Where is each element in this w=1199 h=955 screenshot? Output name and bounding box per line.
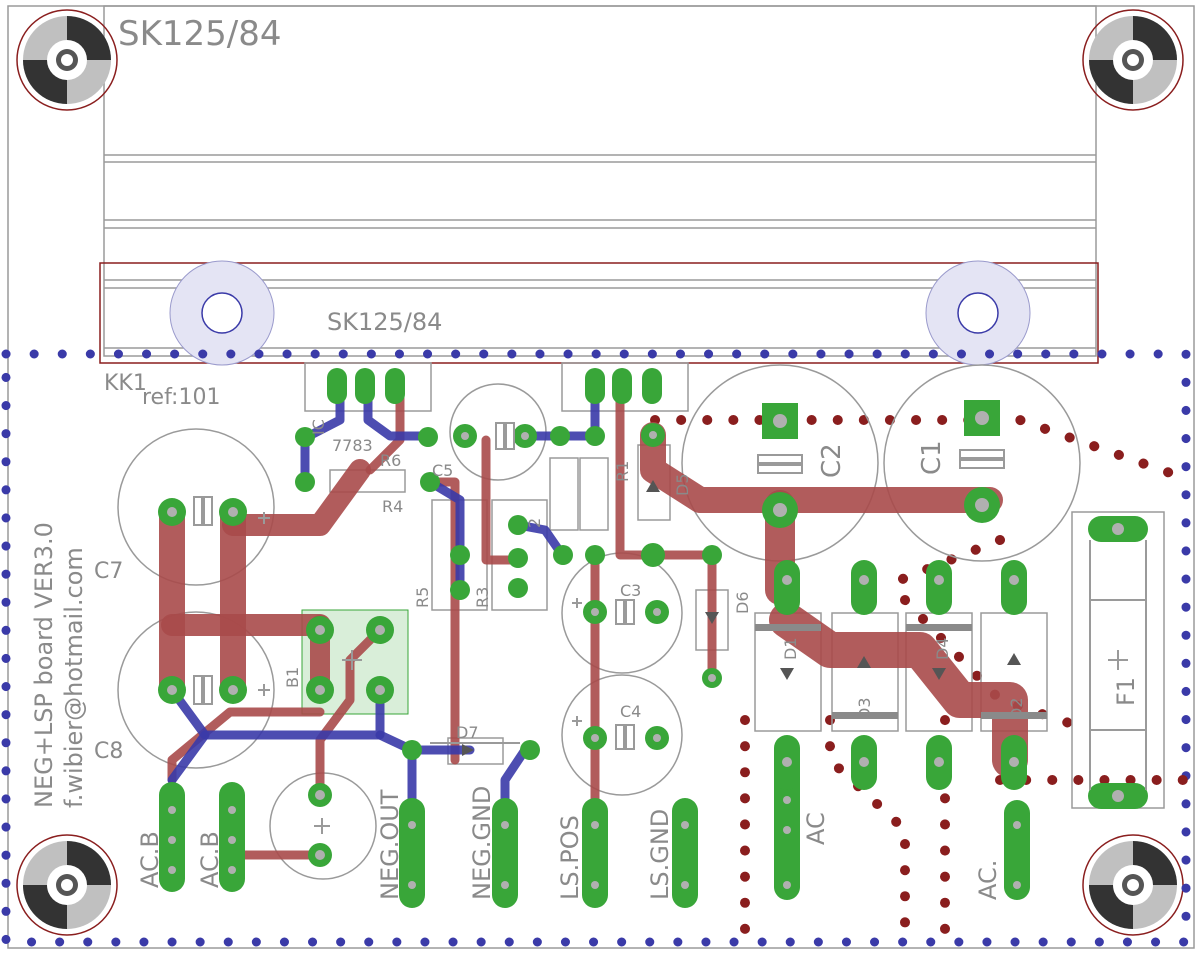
mount-hole-top-right bbox=[1082, 9, 1184, 111]
pad-drill-holes bbox=[167, 411, 1124, 889]
diode-symbols bbox=[462, 480, 1021, 756]
conn-ac-b-1: AC.B bbox=[136, 831, 164, 888]
conn-ls-gnd: LS.GND bbox=[646, 809, 674, 900]
heatsink-title: SK125/84 bbox=[118, 14, 282, 54]
label-r5: R5 bbox=[413, 587, 432, 608]
copper-bars bbox=[755, 624, 1047, 719]
label-f1: F1 bbox=[1112, 677, 1140, 706]
label-r1: R1 bbox=[613, 461, 632, 482]
label-d3: D3 bbox=[855, 698, 874, 721]
mains-isolation-boundary bbox=[650, 415, 1195, 950]
label-c5: C5 bbox=[432, 461, 453, 480]
label-c1: C1 bbox=[917, 440, 947, 475]
mount-hole-bottom-left bbox=[16, 834, 118, 936]
label-d1: D1 bbox=[781, 638, 800, 661]
label-ic-left: 7783 bbox=[332, 436, 373, 455]
mount-hole-top-left bbox=[16, 9, 118, 111]
board-title: NEG+LSP board VER3.0 bbox=[30, 522, 58, 808]
conn-ac-b-2: AC.B bbox=[196, 831, 224, 888]
heatsink-ref-note: ref:101 bbox=[142, 385, 220, 410]
board-email: f.wibier@hotmail.com bbox=[60, 547, 88, 808]
mount-hole-bottom-right bbox=[1082, 834, 1184, 936]
label-r2: 2 bbox=[525, 518, 544, 528]
label-r4: R4 bbox=[382, 497, 403, 516]
heatsink-name: SK125/84 bbox=[327, 308, 442, 336]
label-d7: D7 bbox=[456, 723, 479, 742]
heatsink-outline bbox=[103, 5, 1097, 357]
heatsink-ref: KK1 bbox=[104, 371, 147, 396]
label-d2: D2 bbox=[1007, 698, 1026, 721]
heatsink-mount-right bbox=[925, 260, 1031, 366]
label-d5: D5 bbox=[673, 474, 692, 497]
label-c7: C7 bbox=[94, 559, 123, 584]
label-r6: R6 bbox=[380, 451, 401, 470]
heatsink-mount-left bbox=[169, 260, 275, 366]
conn-ac-2: AC. bbox=[974, 860, 1002, 900]
conn-ls-pos: LS.POS bbox=[556, 815, 584, 900]
silkscreen-labels: SK125/84 SK125/84 KK1 ref:101 C7 C8 C5 R… bbox=[30, 14, 1140, 900]
ground-plane-boundary bbox=[1, 349, 1191, 947]
label-c3: C3 bbox=[620, 581, 641, 600]
conn-neg-out: NEG.OUT bbox=[376, 789, 404, 900]
label-r3: R3 bbox=[473, 587, 492, 608]
label-c4: C4 bbox=[620, 702, 641, 721]
conn-ac-1: AC bbox=[802, 812, 830, 845]
label-c8: C8 bbox=[94, 739, 123, 764]
silkscreen-symbols bbox=[193, 422, 1147, 834]
label-d6: D6 bbox=[733, 592, 752, 615]
label-d4: D4 bbox=[933, 638, 952, 661]
label-b1: B1 bbox=[283, 667, 302, 688]
conn-neg-gnd: NEG.GND bbox=[468, 786, 496, 900]
label-c2: C2 bbox=[817, 443, 847, 478]
label-ic-top: IC bbox=[309, 419, 328, 435]
